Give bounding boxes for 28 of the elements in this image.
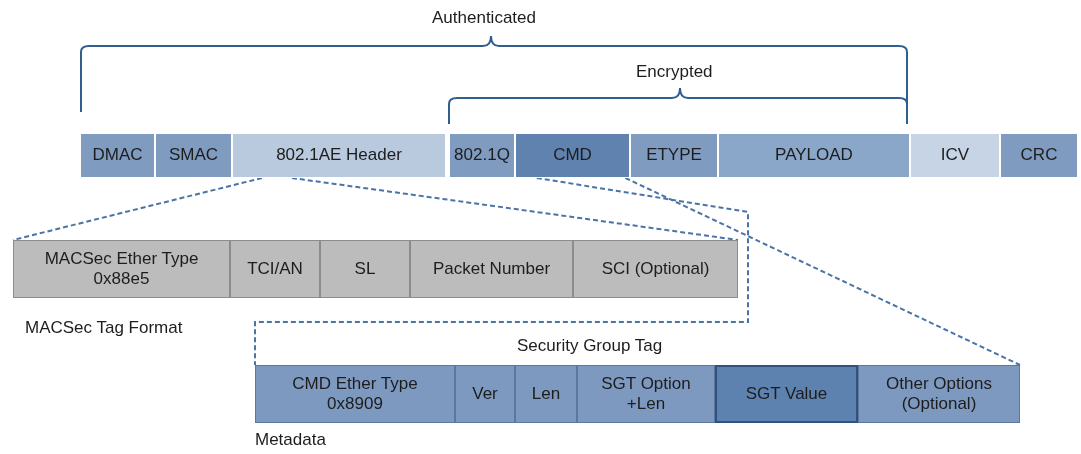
frame-field: SGT Option +Len (577, 365, 715, 423)
frame-field: ICV (910, 133, 1000, 178)
bracket-label: Authenticated (432, 8, 536, 28)
expansion-line (254, 177, 749, 366)
frame-field: DMAC (80, 133, 155, 178)
frame-field: Other Options (Optional) (858, 365, 1020, 423)
frame-field: Ver (455, 365, 515, 423)
frame-field: CMD Ether Type 0x8909 (255, 365, 455, 423)
caption: Metadata (255, 430, 326, 450)
frame-field: ETYPE (630, 133, 718, 178)
caption: Security Group Tag (517, 336, 663, 356)
expansion-line (624, 177, 1021, 366)
frame-field: PAYLOAD (718, 133, 910, 178)
frame-field: Packet Number (410, 240, 573, 298)
frame-field: SMAC (155, 133, 232, 178)
frame-field: TCI/AN (230, 240, 320, 298)
bracket-label: Encrypted (636, 62, 713, 82)
frame-field: SL (320, 240, 410, 298)
frame-field: MACSec Ether Type 0x88e5 (13, 240, 230, 298)
frame-field: 802.1Q (449, 133, 515, 178)
frame-field: 802.1AE Header (232, 133, 446, 178)
frame-field: Len (515, 365, 577, 423)
caption: MACSec Tag Format (25, 318, 183, 338)
frame-field: SGT Value (715, 365, 858, 423)
frame-field: CMD (515, 133, 630, 178)
expansion-line (290, 177, 739, 241)
frame-field: CRC (1000, 133, 1078, 178)
frame-field: SCI (Optional) (573, 240, 738, 298)
